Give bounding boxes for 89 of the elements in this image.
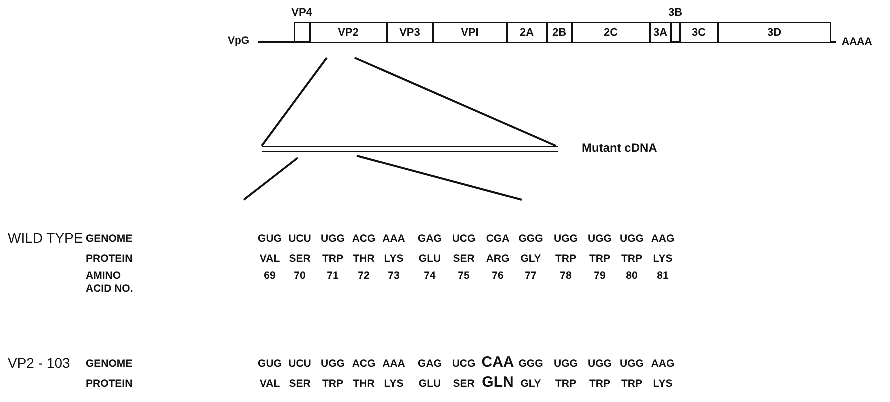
sequence-cell: TRP bbox=[556, 378, 576, 390]
genome-segment: 3C bbox=[680, 22, 718, 42]
sequence-cell: GUG bbox=[258, 358, 282, 370]
sequence-cell: UGG bbox=[588, 233, 612, 245]
sequence-cell: ARG bbox=[486, 253, 510, 265]
sequence-cell: AAG bbox=[651, 358, 675, 370]
sequence-cell: TRP bbox=[590, 378, 610, 390]
row-header: AMINO ACID NO. bbox=[86, 270, 134, 296]
sequence-cell: UCG bbox=[452, 233, 476, 245]
sequence-cell: 78 bbox=[560, 270, 572, 282]
row-header: GENOME bbox=[86, 358, 133, 370]
sequence-cell: 69 bbox=[264, 270, 276, 282]
sequence-cell: TRP bbox=[556, 253, 576, 265]
sequence-cell: AAA bbox=[382, 358, 406, 370]
sequence-cell: TRP bbox=[622, 253, 642, 265]
sequence-cell: TRP bbox=[322, 253, 344, 265]
genome-segment: 2C bbox=[572, 22, 650, 42]
row-title: VP2 - 103 bbox=[8, 355, 70, 371]
sequence-cell: ACG bbox=[352, 358, 376, 370]
row-header: PROTEIN bbox=[86, 253, 133, 265]
sequence-cell: UGG bbox=[588, 358, 612, 370]
sequence-cell: UCU bbox=[288, 358, 312, 370]
sequence-cell: UGG bbox=[321, 233, 345, 245]
end-label: VpG bbox=[228, 35, 250, 47]
sequence-cell: 81 bbox=[657, 270, 669, 282]
sequence-cell: 71 bbox=[327, 270, 339, 282]
sequence-cell: AAA bbox=[382, 233, 406, 245]
sequence-cell: SER bbox=[453, 378, 475, 390]
segment-label: VP4 bbox=[292, 7, 312, 19]
row-header: PROTEIN bbox=[86, 378, 133, 390]
sequence-cell: UGG bbox=[321, 358, 345, 370]
sequence-cell: GAG bbox=[418, 233, 442, 245]
bar-caption: Mutant cDNA bbox=[582, 141, 658, 155]
zoom-line bbox=[261, 57, 328, 147]
end-label: AAAA bbox=[842, 36, 872, 48]
sequence-cell: CGA bbox=[486, 233, 510, 245]
sequence-cell: GGG bbox=[518, 358, 544, 370]
genome-segment: 3A bbox=[650, 22, 671, 42]
sequence-cell: TRP bbox=[322, 378, 344, 390]
sequence-cell: SER bbox=[289, 253, 311, 265]
sequence-cell: LYS bbox=[653, 378, 673, 390]
sequence-cell: VAL bbox=[260, 378, 280, 390]
sequence-cell: ACG bbox=[352, 233, 376, 245]
sequence-cell: UCG bbox=[452, 358, 476, 370]
row-title: WILD TYPE bbox=[8, 230, 84, 246]
genome-segment: VPI bbox=[433, 22, 507, 42]
sequence-cell: GAG bbox=[418, 358, 442, 370]
sequence-cell: 74 bbox=[424, 270, 436, 282]
sequence-cell: GLY bbox=[520, 253, 542, 265]
sequence-cell: GLN bbox=[482, 374, 514, 391]
sequence-cell: UGG bbox=[554, 233, 578, 245]
sequence-cell: TRP bbox=[590, 253, 610, 265]
sequence-cell: AAG bbox=[651, 233, 675, 245]
sequence-cell: 70 bbox=[294, 270, 306, 282]
sequence-cell: SER bbox=[289, 378, 311, 390]
sequence-cell: UGG bbox=[554, 358, 578, 370]
sequence-cell: 72 bbox=[358, 270, 370, 282]
sequence-cell: GLU bbox=[418, 253, 442, 265]
sequence-cell: 73 bbox=[388, 270, 400, 282]
sequence-cell: GGG bbox=[518, 233, 544, 245]
sequence-cell: TRP bbox=[622, 378, 642, 390]
sequence-cell: 76 bbox=[492, 270, 504, 282]
sequence-cell: UGG bbox=[620, 358, 644, 370]
sequence-cell: UGG bbox=[620, 233, 644, 245]
sequence-cell: GLU bbox=[418, 378, 442, 390]
sequence-cell: UCU bbox=[288, 233, 312, 245]
sequence-cell: LYS bbox=[653, 253, 673, 265]
sequence-cell: THR bbox=[353, 253, 375, 265]
cdna-bar bbox=[262, 146, 558, 152]
sequence-cell: LYS bbox=[384, 378, 404, 390]
sequence-cell: 80 bbox=[626, 270, 638, 282]
sequence-cell: 79 bbox=[594, 270, 606, 282]
sequence-cell: 77 bbox=[525, 270, 537, 282]
sequence-cell: GLY bbox=[520, 378, 542, 390]
row-header: GENOME bbox=[86, 233, 133, 245]
sequence-cell: 75 bbox=[458, 270, 470, 282]
sequence-cell: SER bbox=[453, 253, 475, 265]
zoom-line bbox=[354, 57, 556, 147]
genome-segment: 2A bbox=[507, 22, 547, 42]
genome-segment: VP3 bbox=[387, 22, 433, 42]
genome-segment: 2B bbox=[547, 22, 572, 42]
genome-segment: VP2 bbox=[310, 22, 387, 42]
sequence-cell: GUG bbox=[258, 233, 282, 245]
genome-segment: 3D bbox=[718, 22, 831, 42]
sequence-cell: LYS bbox=[384, 253, 404, 265]
sequence-cell: VAL bbox=[260, 253, 280, 265]
segment-label: 3B bbox=[668, 7, 683, 19]
sequence-cell: CAA bbox=[482, 354, 514, 371]
sequence-cell: THR bbox=[353, 378, 375, 390]
